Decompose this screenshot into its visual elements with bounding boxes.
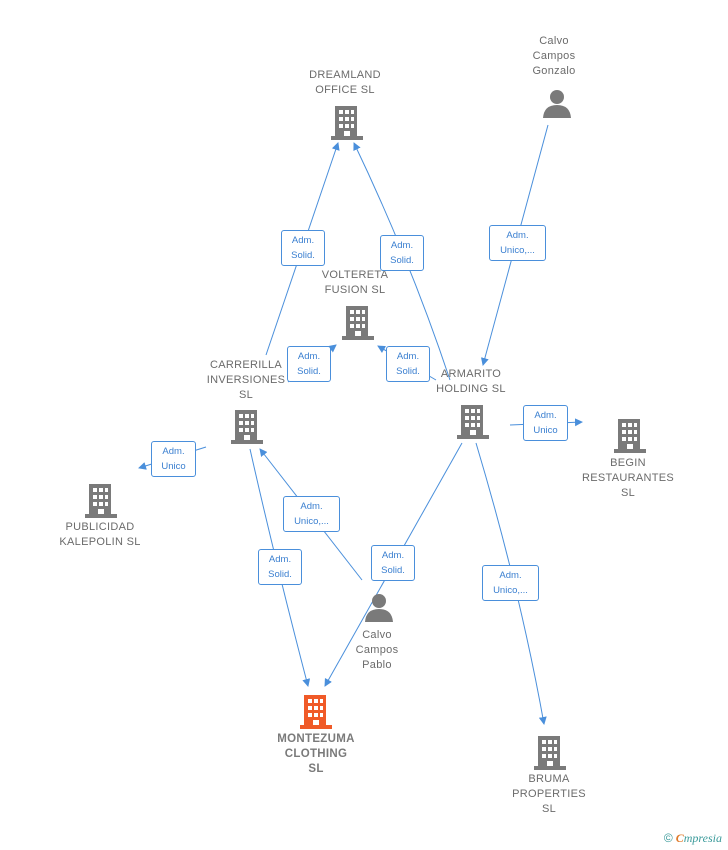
building-icon[interactable] (331, 104, 363, 140)
edge-badge-carrerilla-publicidad[interactable]: Adm. Unico (151, 441, 196, 477)
person-icon[interactable] (542, 88, 572, 118)
node-label-calvo-pablo: Calvo Campos Pablo (355, 629, 399, 671)
edge-badge-gonzalo-armarito[interactable]: Adm. Unico,... (489, 225, 546, 261)
copyright-icon: © (663, 831, 673, 845)
node-label-voltereta: VOLTERETA FUSION SL (321, 269, 389, 296)
edge-badge-armarito-montezuma[interactable]: Adm. Solid. (371, 545, 415, 581)
brand-logo-letter: C (675, 831, 684, 845)
building-icon[interactable] (534, 734, 566, 770)
brand-name: mpresia (683, 831, 722, 845)
node-label-montezuma: MONTEZUMA CLOTHING SL (277, 733, 355, 775)
edge-badge-armarito-bruma[interactable]: Adm. Unico,... (482, 565, 539, 601)
building-icon[interactable] (457, 403, 489, 439)
node-label-calvo-gonzalo: Calvo Campos Gonzalo (532, 35, 576, 77)
edge-badge-pablo-carrerilla[interactable]: Adm. Unico,... (283, 496, 340, 532)
building-icon[interactable] (614, 417, 646, 453)
node-label-dreamland: DREAMLAND OFFICE SL (309, 69, 381, 96)
node-label-begin: BEGIN RESTAURANTES SL (581, 457, 675, 499)
brand-watermark: ©Cmpresia (664, 831, 722, 846)
building-icon[interactable] (231, 408, 263, 444)
edge-badge-armarito-voltereta[interactable]: Adm. Solid. (386, 346, 430, 382)
edge-badge-armarito-begin[interactable]: Adm. Unico (523, 405, 568, 441)
node-label-armarito: ARMARITO HOLDING SL (436, 368, 506, 395)
person-icon[interactable] (364, 592, 394, 622)
edge-badge-carrerilla-dreamland[interactable]: Adm. Solid. (281, 230, 325, 266)
edge-badge-carrerilla-voltereta[interactable]: Adm. Solid. (287, 346, 331, 382)
node-label-carrerilla: CARRERILLA INVERSIONES SL (206, 359, 286, 401)
building-icon-focus[interactable] (300, 693, 332, 729)
building-icon[interactable] (85, 482, 117, 518)
node-label-publicidad: PUBLICIDAD KALEPOLIN SL (59, 521, 141, 548)
node-label-bruma: BRUMA PROPERTIES SL (512, 773, 586, 815)
building-icon[interactable] (342, 304, 374, 340)
edge-badge-carrerilla-montezuma[interactable]: Adm. Solid. (258, 549, 302, 585)
edge-badge-armarito-dreamland[interactable]: Adm. Solid. (380, 235, 424, 271)
